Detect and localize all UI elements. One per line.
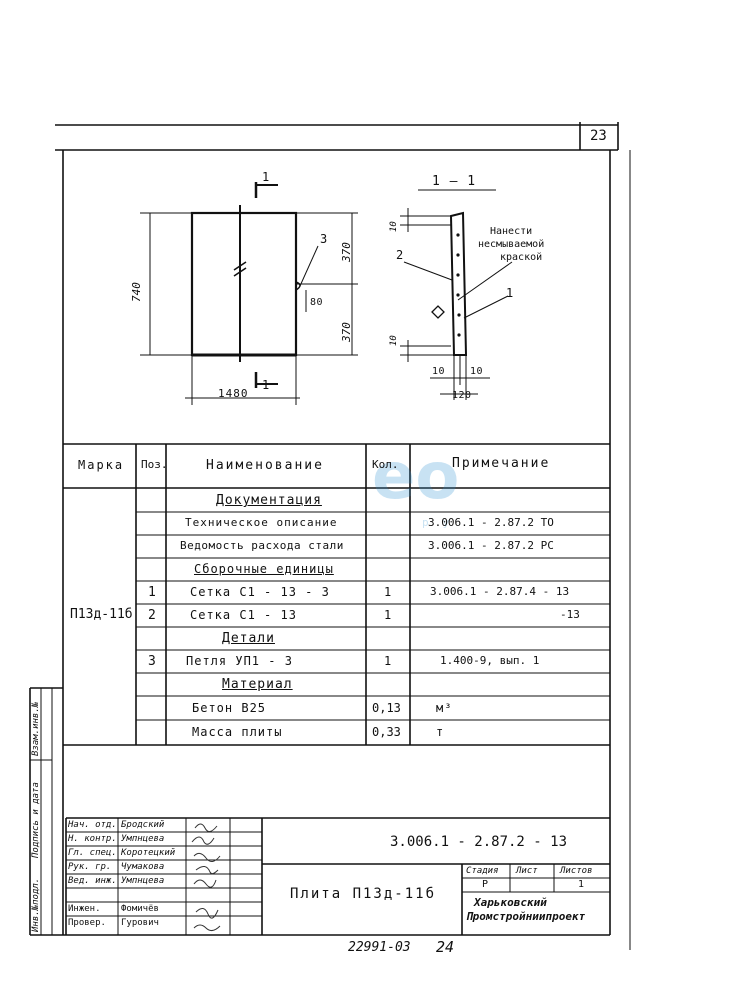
row-3-name: Сборочные единицы — [194, 562, 334, 576]
section-mark-top: 1 — [262, 170, 271, 184]
note-line-2: несмываемой — [478, 239, 545, 250]
sheets-label: Листов — [560, 866, 593, 876]
tb-name-6: Фомичёв — [121, 904, 159, 914]
tb-role-2: Гл. спец. — [68, 848, 117, 858]
tb-role-4: Вед. инж. — [68, 876, 117, 886]
tb-role-3: Рук. гр. — [68, 862, 112, 872]
sheet-label: Лист — [516, 866, 538, 876]
tb-name-1: Умпнцева — [121, 834, 165, 844]
row-6-name: Детали — [222, 631, 275, 646]
row-7-pos: 3 — [148, 654, 157, 669]
row-2-note: 3.006.1 - 2.87.2 РС — [428, 539, 554, 552]
row-2-name: Ведомость расхода стали — [180, 539, 344, 552]
watermark: eo ру — [352, 440, 492, 529]
watermark-sub: ру — [422, 516, 464, 529]
header-name: Наименование — [206, 458, 324, 473]
row-9-name: Бетон В25 — [192, 701, 267, 715]
tb-name-3: Чумакова — [121, 862, 165, 872]
row-5-name: Сетка С1 - 13 — [190, 608, 297, 622]
row-4-name: Сетка С1 - 13 - 3 — [190, 585, 330, 599]
mark-value: П13д-11б — [70, 607, 133, 622]
tb-role-1: Н. контр. — [68, 834, 117, 844]
dim-370-top: 370 — [340, 242, 353, 262]
tb-role-7: Провер. — [68, 918, 106, 928]
doc-code: 3.006.1 - 2.87.2 - 13 — [390, 834, 568, 850]
watermark-letters: eo — [372, 440, 460, 514]
tb-name-7: Гурович — [121, 918, 159, 928]
org-line-2: Промстройниипроект — [466, 910, 586, 923]
signatures — [191, 823, 221, 932]
org-line-1: Харьковский — [474, 896, 547, 909]
leader-3-label: 3 — [320, 232, 328, 246]
stage-label: Стадия — [466, 866, 499, 876]
row-5-pos: 2 — [148, 608, 157, 623]
row-7-name: Петля УП1 - 3 — [186, 654, 293, 668]
row-5-note: -13 — [560, 608, 580, 621]
dim-120: 120 — [452, 390, 472, 401]
section-title: 1 — 1 — [432, 174, 477, 189]
row-10-note: т — [436, 725, 445, 739]
dim-80: 80 — [310, 297, 324, 308]
tb-role-6: Инжен. — [68, 904, 101, 914]
dim-10-right: 10 — [470, 366, 484, 377]
sheets-value: 1 — [578, 879, 585, 890]
header-qty: Кол. — [372, 458, 399, 471]
row-10-name: Масса плиты — [192, 725, 283, 739]
tb-name-2: Коротецкий — [121, 848, 176, 858]
row-9-note: м³ — [436, 701, 453, 715]
row-9-qty: 0,13 — [372, 701, 401, 715]
rebar-dots — [456, 233, 461, 337]
row-1-name: Техническое описание — [185, 516, 338, 529]
row-4-note: 3.006.1 - 2.87.4 - 13 — [430, 585, 570, 598]
note-line-1: Нанести — [490, 226, 533, 237]
header-mark: Марка — [78, 458, 125, 472]
row-5-qty: 1 — [384, 608, 393, 622]
tb-role-0: Нач. отд. — [68, 820, 117, 830]
section-mark-bottom: 1 — [262, 378, 271, 392]
row-8-name: Материал — [222, 677, 293, 692]
bottom-code: 22991-03 — [348, 940, 411, 955]
drawing-title: Плита П13д-11б — [290, 886, 437, 902]
header-note: Примечание — [452, 456, 551, 471]
leader-1-label: 1 — [506, 286, 514, 300]
note-line-3: краской — [500, 252, 543, 263]
dim-10-top: 10 — [389, 221, 399, 232]
side-stamp-podpis: Подпись и дата — [31, 782, 41, 858]
row-4-pos: 1 — [148, 585, 157, 600]
row-0-name: Документация — [216, 493, 322, 508]
tb-name-4: Умпнцева — [121, 876, 165, 886]
header-pos: Поз. — [141, 458, 168, 471]
bottom-page: 24 — [436, 938, 455, 956]
page-number: 23 — [590, 128, 607, 144]
side-stamp-vzam: Взам.инв.№ — [31, 701, 41, 756]
dim-10-left: 10 — [432, 366, 446, 377]
row-4-qty: 1 — [384, 585, 393, 599]
tb-name-0: Бродский — [121, 820, 165, 830]
side-stamp-inv-podl: Инв.№подл. — [31, 877, 41, 932]
dim-740: 740 — [130, 282, 143, 302]
row-1-note: 3.006.1 - 2.87.2 ТО — [428, 516, 554, 529]
row-7-note: 1.400-9, вып. 1 — [440, 654, 540, 667]
stage-value: Р — [482, 879, 489, 890]
dim-10-bottom: 10 — [389, 335, 399, 346]
leader-2-label: 2 — [396, 248, 404, 262]
dim-370-bottom: 370 — [340, 322, 353, 342]
row-10-qty: 0,33 — [372, 725, 401, 739]
dim-1480: 1480 — [218, 387, 249, 400]
row-7-qty: 1 — [384, 654, 393, 668]
